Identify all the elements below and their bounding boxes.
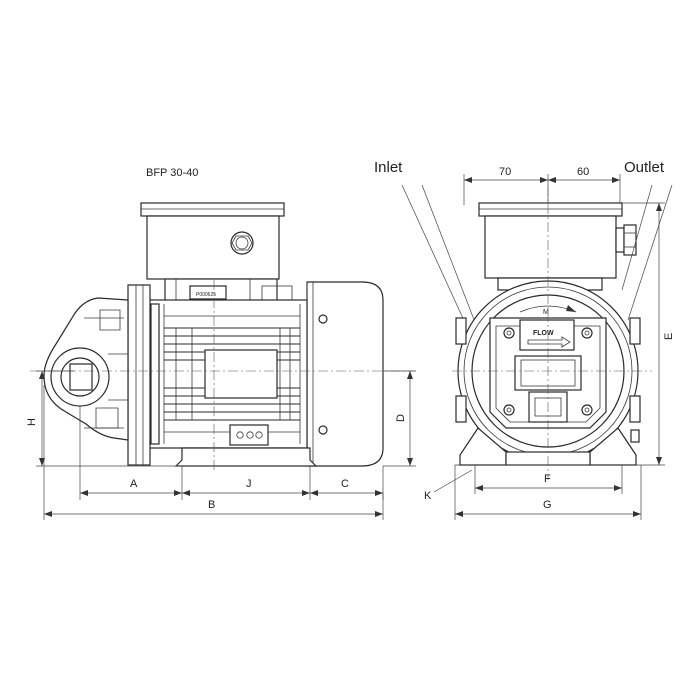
motor-body — [146, 299, 308, 449]
dimension-outlet-offset-label: 60 — [577, 166, 589, 178]
drawing-title: BFP 30-40 — [146, 167, 198, 179]
outlet-gland — [623, 224, 637, 256]
motor-end-cap — [306, 281, 384, 467]
front-terminal-box — [478, 202, 637, 291]
dimension-inlet-outlet-offset: 70 60 — [463, 166, 621, 205]
dimension-d-label: D — [395, 414, 407, 422]
motor-mark: M — [543, 309, 549, 316]
dimension-b-label: B — [208, 499, 215, 511]
dimension-a-label: A — [130, 478, 138, 490]
motor-foot — [174, 424, 318, 467]
dimension-h: H — [26, 370, 182, 467]
outlet-label: Outlet — [624, 159, 665, 176]
cable-gland — [230, 231, 254, 255]
front-view: Inlet Outlet 70 60 — [374, 159, 675, 520]
dimension-b: B — [43, 385, 384, 520]
dimension-e: E — [622, 202, 675, 466]
dimension-c-label: C — [341, 478, 349, 490]
dimension-h-label: H — [26, 418, 38, 426]
dimension-a-j-c: A J C — [79, 406, 384, 500]
flow-mark: FLOW — [533, 330, 554, 337]
pump-head — [43, 284, 151, 466]
front-feet — [455, 427, 641, 466]
dimension-j-label: J — [246, 478, 252, 490]
terminal-box — [140, 202, 285, 280]
dimension-inlet-offset-label: 70 — [499, 166, 511, 178]
dimension-e-label: E — [663, 333, 675, 340]
dimension-g-label: G — [543, 499, 552, 511]
side-view: BFP 30-40 P000625 — [26, 167, 416, 520]
dimension-f: F — [474, 465, 623, 494]
dimension-d: D — [383, 370, 416, 467]
dimension-k-label: K — [424, 490, 432, 502]
dimension-g: G — [454, 465, 642, 520]
dimension-f-label: F — [544, 473, 551, 485]
inlet-label: Inlet — [374, 159, 403, 176]
dimension-k: K — [424, 469, 473, 502]
serial-label: P000625 — [196, 292, 216, 298]
